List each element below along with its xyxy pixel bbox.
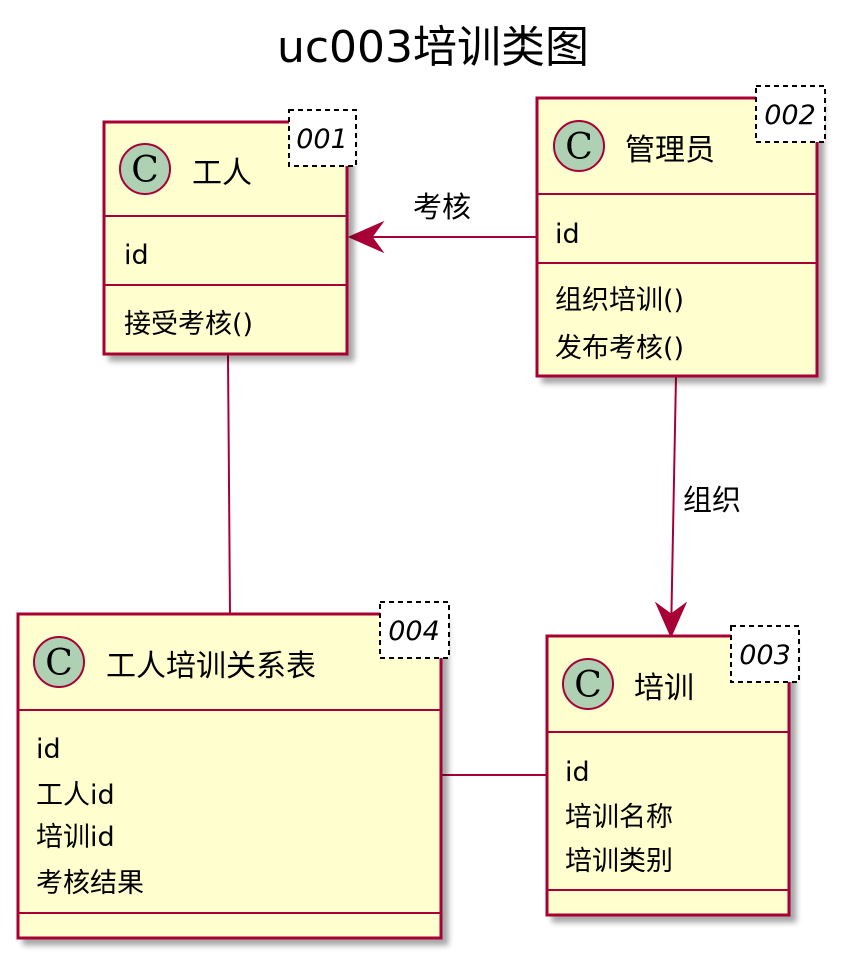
- class-worker-name: 工人: [192, 156, 252, 191]
- class-worker-attribute: id: [124, 240, 149, 271]
- class-relation-table-attribute: 工人id: [36, 780, 115, 811]
- class-icon: [33, 636, 85, 688]
- class-admin-tag: 002: [764, 100, 816, 131]
- class-icon-letter: C: [45, 643, 73, 684]
- class-relation-table-attribute: 培训id: [36, 822, 115, 853]
- class-icon: [562, 658, 614, 710]
- class-training-attribute: id: [565, 757, 590, 788]
- class-relation-table-tag: 004: [388, 616, 440, 647]
- class-relation-table-attribute: 考核结果: [36, 868, 144, 899]
- class-worker: C 工人 001 id 接受考核(): [102, 109, 357, 356]
- class-admin-method: 发布考核(): [555, 333, 684, 364]
- class-icon-letter: C: [565, 127, 593, 168]
- class-admin-name: 管理员: [625, 133, 715, 168]
- diagram-title: uc003培训类图: [277, 22, 589, 73]
- organize-arrowhead: [654, 601, 688, 639]
- class-admin-method: 组织培训(): [555, 285, 684, 316]
- organize-relation-label: 组织: [683, 483, 741, 517]
- class-worker-tag-box: [288, 109, 357, 167]
- relations: 考核 组织: [227, 190, 741, 776]
- class-training-attribute: 培训名称: [565, 802, 673, 833]
- class-worker-tag: 001: [296, 124, 348, 155]
- class-icon-letter: C: [574, 665, 602, 706]
- class-icon: [119, 143, 171, 195]
- class-admin-tag-box: [755, 85, 826, 143]
- class-relation-table-attribute: id: [36, 734, 61, 765]
- class-admin: C 管理员 002 id 组织培训() 发布考核(): [535, 85, 826, 378]
- class-training-tag-box: [730, 625, 800, 683]
- assess-relation-label: 考核: [413, 190, 471, 224]
- class-training-tag: 003: [739, 640, 791, 671]
- class-relation-table-tag-box: [379, 601, 450, 659]
- class-training: C 培训 003 id 培训名称 培训类别: [545, 625, 800, 917]
- class-relation-table-box: [16, 612, 443, 940]
- class-training-name: 培训: [634, 671, 694, 706]
- worker-relation-table-link: [227, 354, 231, 615]
- assess-arrowhead: [347, 220, 385, 254]
- class-relation-table: C 工人培训关系表 004 id 工人id 培训id 考核结果: [16, 601, 450, 940]
- class-worker-method: 接受考核(): [124, 309, 253, 340]
- class-training-attribute: 培训类别: [565, 846, 673, 877]
- class-icon: [553, 120, 605, 172]
- organize-relation-line: [670, 375, 677, 637]
- class-admin-attribute: id: [555, 219, 580, 250]
- class-relation-table-name: 工人培训关系表: [106, 649, 316, 684]
- class-icon-letter: C: [131, 150, 159, 191]
